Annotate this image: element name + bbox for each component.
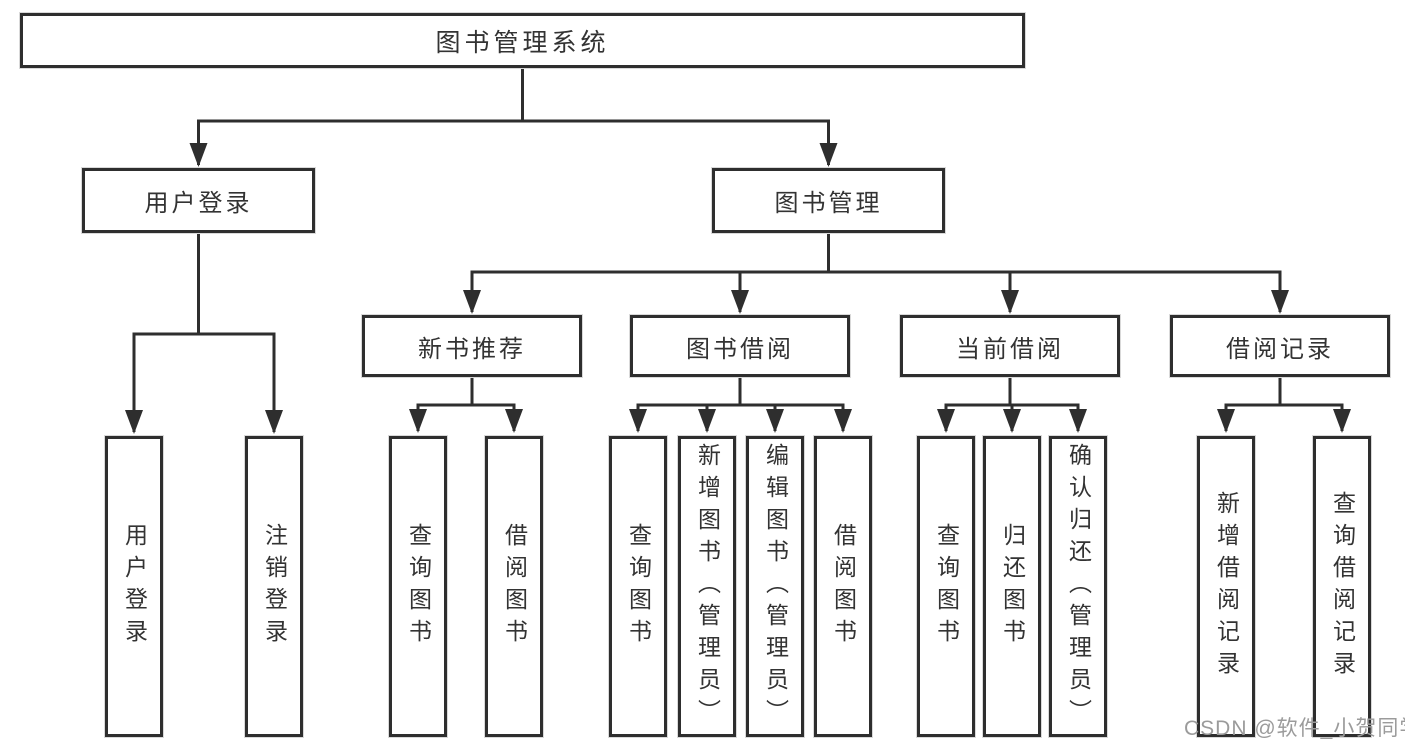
node-label: 归还图书 [999,522,1026,651]
node-label: 新书推荐 [418,335,526,363]
leaf-query-books-current: 查询图书 [917,436,975,737]
node-label: 借阅记录 [1226,335,1334,363]
node-borrowing-records: 借阅记录 [1170,315,1390,377]
node-label: 注销登录 [261,522,288,651]
node-current-borrowing: 当前借阅 [900,315,1120,377]
leaf-add-books-admin: 新增图书（管理员） [678,436,736,737]
leaf-borrow-books-recommend: 借阅图书 [485,436,543,737]
node-user-login: 用户登录 [82,168,315,233]
leaf-query-borrow-record: 查询借阅记录 [1313,436,1371,737]
csdn-watermark: CSDN @软件_小贺同学 [1184,717,1405,740]
node-library-management-system: 图书管理系统 [20,13,1025,68]
node-book-management: 图书管理 [712,168,945,233]
node-label: 查询借阅记录 [1329,490,1356,683]
node-label: 借阅图书 [830,522,857,651]
node-label: 新增图书（管理员） [694,442,721,731]
node-label: 查询图书 [405,522,432,651]
node-label: 查询图书 [625,522,652,651]
leaf-borrow-books-borrowing: 借阅图书 [814,436,872,737]
node-label: 图书借阅 [686,335,794,363]
leaf-query-books-recommend: 查询图书 [389,436,447,737]
node-label: 确认归还（管理员） [1065,442,1092,731]
node-label: 查询图书 [933,522,960,651]
node-label: 编辑图书（管理员） [762,442,789,731]
node-label: 用户登录 [121,522,148,651]
node-label: 图书管理系统 [435,28,610,57]
leaf-edit-books-admin: 编辑图书（管理员） [746,436,804,737]
node-label: 当前借阅 [956,335,1064,363]
node-label: 图书管理 [774,190,883,217]
leaf-add-borrow-record: 新增借阅记录 [1197,436,1255,737]
leaf-logout: 注销登录 [245,436,303,737]
connector-group [125,68,1351,434]
node-label: 新增借阅记录 [1213,490,1240,683]
node-book-borrowing: 图书借阅 [630,315,850,377]
leaf-user-login: 用户登录 [105,436,163,737]
node-label: 借阅图书 [501,522,528,651]
leaf-query-books-borrowing: 查询图书 [609,436,667,737]
node-new-book-recommend: 新书推荐 [362,315,582,377]
leaf-confirm-return-admin: 确认归还（管理员） [1049,436,1107,737]
node-label: 用户登录 [144,190,253,217]
leaf-return-books: 归还图书 [983,436,1041,737]
